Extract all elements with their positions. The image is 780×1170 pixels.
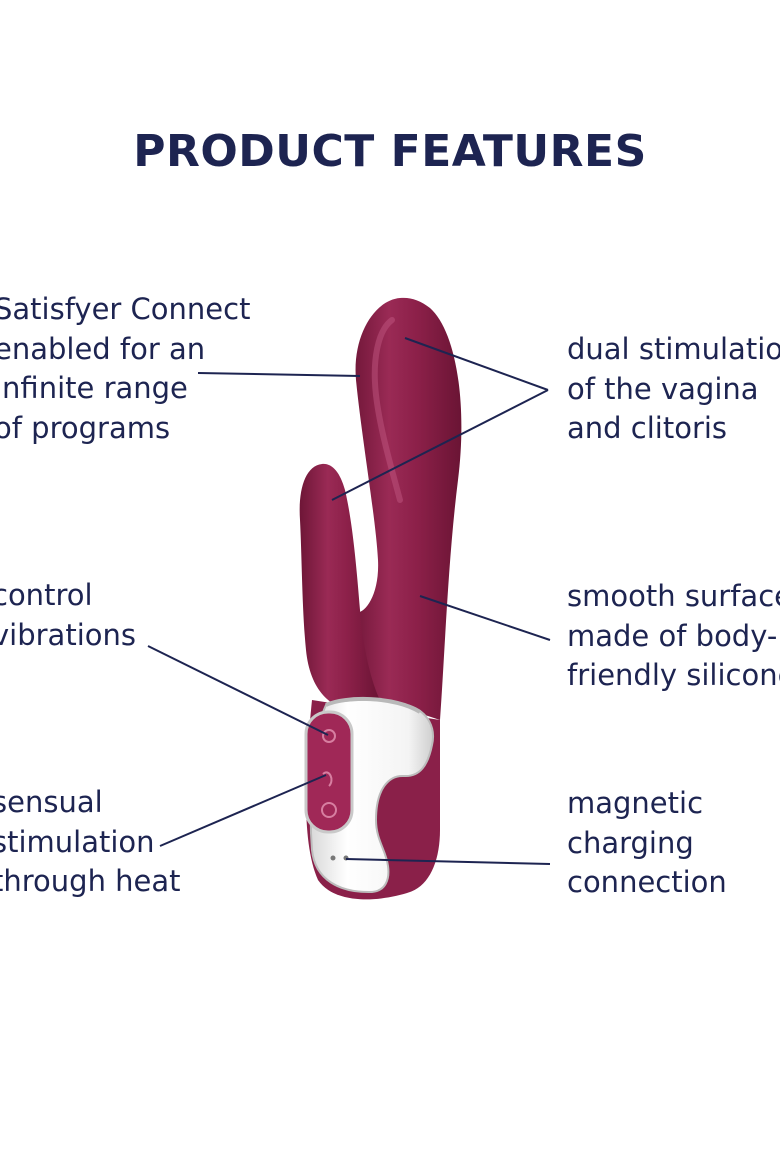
- feature-line: Satisfyer Connect: [0, 292, 251, 326]
- feature-line: smooth surface: [567, 579, 780, 613]
- feature-line: of the vagina: [567, 371, 759, 406]
- callout-line-surface: [419, 595, 551, 641]
- page-title: PRODUCT FEATURES: [133, 126, 647, 177]
- feature-line: magnetic: [567, 786, 704, 820]
- clitoral-arm: [299, 463, 380, 712]
- feature-magnetic-charging: magnetic charging connection: [567, 784, 727, 903]
- feature-line: control: [0, 578, 93, 612]
- feature-line: enabled for an: [0, 331, 206, 366]
- heat-button: [322, 771, 333, 787]
- feature-line: through heat: [0, 864, 181, 898]
- callout-line-heat: [159, 774, 327, 847]
- button-panel: [304, 710, 354, 834]
- feature-line: charging: [567, 825, 694, 860]
- feature-line: friendly silicone: [567, 658, 780, 692]
- callout-line-app: [197, 372, 361, 377]
- shaft-highlight: [371, 317, 403, 503]
- feature-line: sensual: [0, 785, 103, 819]
- callout-line-dual-a: [404, 337, 549, 391]
- chrome-ring: [325, 696, 422, 714]
- main-shaft: [350, 297, 462, 720]
- callout-line-charging: [345, 858, 551, 865]
- charging-contact-1: [330, 855, 336, 861]
- feature-control-vibrations: control vibrations: [0, 576, 136, 655]
- feature-line: vibrations: [0, 617, 136, 652]
- callout-line-dual-b: [331, 389, 549, 501]
- feature-dual-stimulation: dual stimulation of the vagina and clito…: [567, 330, 780, 449]
- feature-app-connect: Satisfyer Connect enabled for an infinit…: [0, 290, 250, 448]
- callout-line-vibration: [147, 645, 329, 736]
- feature-line: infinite range: [0, 371, 188, 405]
- mode-button: [321, 802, 337, 818]
- feature-line: connection: [567, 865, 727, 899]
- feature-line: made of body-: [567, 618, 778, 653]
- feature-line: of programs: [0, 410, 171, 445]
- power-button: [322, 729, 336, 743]
- feature-line: and clitoris: [567, 411, 728, 445]
- feature-line: dual stimulation: [567, 332, 780, 366]
- feature-heat: sensual stimulation through heat: [0, 783, 181, 902]
- feature-silicone-surface: smooth surface made of body- friendly si…: [567, 577, 780, 696]
- feature-line: stimulation: [0, 824, 155, 859]
